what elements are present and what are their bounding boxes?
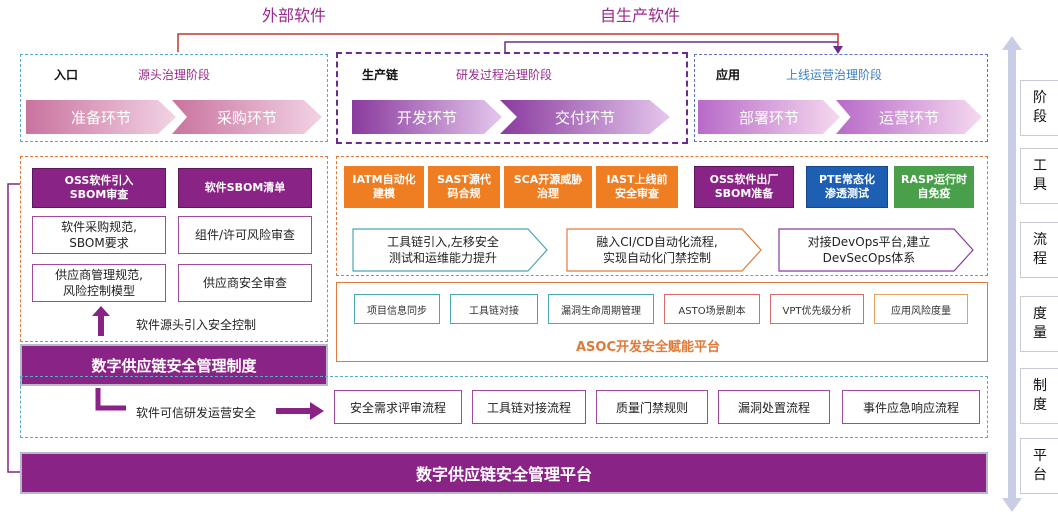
l-connector-icon	[95, 388, 126, 411]
tool-rasp: RASP运行时 自免疫	[894, 166, 974, 208]
asoc-tag-project-sync: 项目信息同步	[354, 294, 440, 324]
source-control-label: 软件源头引入安全控制	[136, 318, 257, 332]
external-software-label: 外部软件	[262, 6, 327, 25]
phase-operation: 运营环节	[836, 100, 982, 134]
flow-incident-response: 事件应急响应流程	[842, 390, 980, 424]
entry-tools-frame	[20, 156, 328, 342]
side-axis-metrics-label: 度量	[1033, 306, 1047, 341]
software-sbom-list: 软件SBOM清单	[178, 168, 312, 208]
side-axis-stage: 阶段	[1020, 80, 1058, 136]
process-arrow-cicd-text: 融入CI/CD自动化流程, 实现自动化门禁控制	[596, 234, 718, 265]
process-arrow-toolchain-text: 工具链引入,左移安全 测试和运维能力提升	[387, 234, 499, 265]
self-produced-software-label: 自生产软件	[600, 6, 681, 25]
side-axis-platform-label: 平台	[1033, 448, 1047, 483]
application-stage-subtitle: 上线运营治理阶段	[786, 68, 883, 82]
asoc-tag-toolchain: 工具链对接	[450, 294, 538, 324]
supplier-management-spec: 供应商管理规范, 风险控制模型	[32, 264, 166, 302]
asoc-tag-vuln-lifecycle: 漏洞生命周期管理	[548, 294, 654, 324]
application-stage-title: 应用	[716, 68, 741, 82]
application-stage-frame	[694, 54, 988, 142]
asoc-tag-risk-metrics: 应用风险度量	[874, 294, 968, 324]
phase-development: 开发环节	[352, 100, 502, 134]
side-axis-process: 流程	[1020, 222, 1058, 278]
management-system-bar: 数字供应链安全管理制度	[20, 344, 328, 386]
side-axis-tools-label: 工具	[1033, 158, 1047, 193]
up-arrow-icon	[92, 306, 110, 336]
purchase-spec: 软件采购规范, SBOM要求	[32, 216, 166, 254]
entry-stage-frame	[20, 54, 328, 142]
tool-sca: SCA开源威胁 治理	[504, 166, 592, 208]
side-axis-platform: 平台	[1020, 438, 1058, 494]
side-axis-metrics: 度量	[1020, 296, 1058, 352]
side-axis-system: 制度	[1020, 368, 1058, 424]
left-bracket-line	[7, 183, 20, 473]
top-connectors	[177, 33, 843, 54]
tool-pte: PTE常态化 渗透测试	[806, 166, 888, 208]
asoc-platform-frame	[336, 282, 988, 362]
right-arrow-icon	[276, 402, 324, 420]
flow-quality-gate: 质量门禁规则	[596, 390, 708, 424]
supplier-security-review: 供应商安全审查	[178, 264, 312, 302]
flow-security-requirements: 安全需求评审流程	[334, 390, 462, 424]
component-license-review: 组件/许可风险审查	[178, 216, 312, 254]
side-axis-system-label: 制度	[1033, 378, 1047, 413]
production-stage-subtitle: 研发过程治理阶段	[456, 68, 553, 82]
asoc-tag-asto: ASTO场景剧本	[664, 294, 760, 324]
trusted-rd-ops-label: 软件可信研发运营安全	[136, 406, 257, 420]
oss-intro-sbom-review: OSS软件引入 SBOM审查	[32, 168, 166, 208]
flow-vuln-handling: 漏洞处置流程	[718, 390, 830, 424]
tool-iatm: IATM自动化 建模	[344, 166, 424, 208]
process-arrow-devops: 对接DevOps平台,建立 DevSecOps体系	[778, 228, 974, 272]
asoc-platform-title: ASOC开发安全赋能平台	[576, 340, 721, 355]
process-arrow-toolchain: 工具链引入,左移安全 测试和运维能力提升	[352, 228, 548, 272]
phase-prepare: 准备环节	[26, 100, 176, 134]
prod-app-tools-frame	[336, 156, 988, 276]
vertical-axis-arrow-icon	[1002, 36, 1022, 512]
entry-stage-title: 入口	[54, 68, 79, 82]
platform-bar: 数字供应链安全管理平台	[20, 452, 988, 494]
tool-iast: IAST上线前 安全审查	[596, 166, 678, 208]
production-stage-title: 生产链	[362, 68, 399, 82]
production-stage-frame	[336, 52, 688, 144]
side-axis-tools: 工具	[1020, 148, 1058, 204]
phase-delivery: 交付环节	[500, 100, 670, 134]
asoc-tag-vpt: VPT优先级分析	[770, 294, 864, 324]
process-arrow-devops-text: 对接DevOps平台,建立 DevSecOps体系	[807, 234, 931, 265]
tool-sast: SAST源代 码合规	[428, 166, 500, 208]
side-axis-stage-label: 阶段	[1033, 90, 1047, 125]
flows-frame	[20, 376, 988, 438]
entry-stage-subtitle: 源头治理阶段	[138, 68, 211, 82]
flow-toolchain-integration: 工具链对接流程	[472, 390, 586, 424]
tool-oss-exit-sbom: OSS软件出厂 SBOM准备	[694, 166, 794, 208]
process-arrow-cicd: 融入CI/CD自动化流程, 实现自动化门禁控制	[566, 228, 762, 272]
side-axis-process-label: 流程	[1033, 232, 1047, 267]
phase-deployment: 部署环节	[698, 100, 840, 134]
phase-procurement: 采购环节	[172, 100, 322, 134]
